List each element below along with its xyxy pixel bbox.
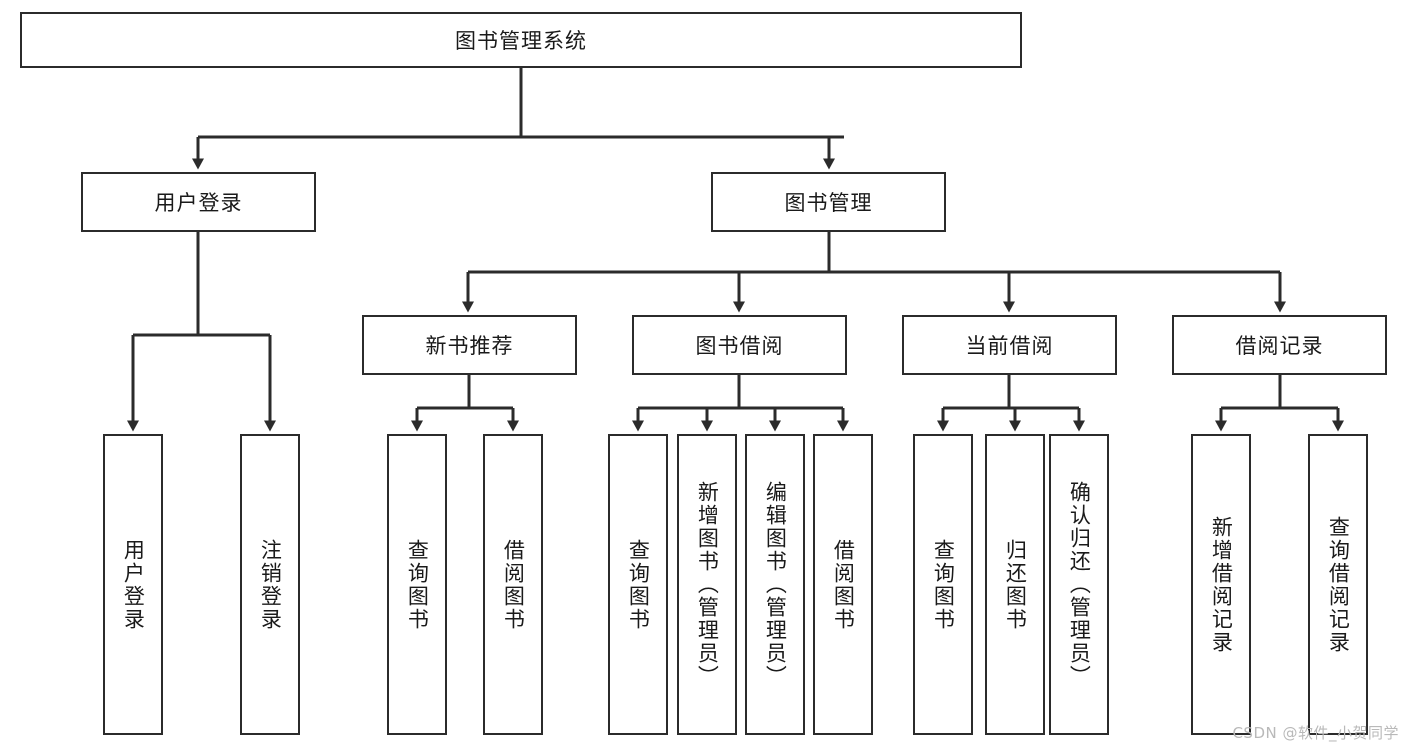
leaf-query-book-3-label: 查询图书	[931, 538, 956, 631]
leaf-query-book-3[interactable]: 查询图书	[913, 434, 973, 735]
node-book-borrow-label: 图书借阅	[695, 334, 784, 358]
leaf-query-book-1[interactable]: 查询图书	[387, 434, 447, 735]
leaf-return-book[interactable]: 归还图书	[985, 434, 1045, 735]
leaf-query-record-label: 查询借阅记录	[1326, 515, 1351, 654]
node-borrow-record[interactable]: 借阅记录	[1172, 315, 1387, 375]
node-current-borrow-label: 当前借阅	[965, 334, 1054, 358]
leaf-borrow-book-2-label: 借阅图书	[831, 538, 856, 631]
leaf-logout[interactable]: 注销登录	[240, 434, 300, 735]
leaf-edit-book[interactable]: 编辑图书（管理员）	[745, 434, 805, 735]
leaf-return-book-label: 归还图书	[1003, 538, 1028, 631]
leaf-confirm-return[interactable]: 确认归还（管理员）	[1049, 434, 1109, 735]
leaf-add-record[interactable]: 新增借阅记录	[1191, 434, 1251, 735]
node-user-login[interactable]: 用户登录	[81, 172, 316, 232]
node-book-manage-label: 图书管理	[784, 191, 873, 215]
leaf-edit-book-label: 编辑图书（管理员）	[763, 481, 788, 688]
leaf-confirm-return-label: 确认归还（管理员）	[1067, 481, 1092, 688]
node-current-borrow[interactable]: 当前借阅	[902, 315, 1117, 375]
leaf-add-book[interactable]: 新增图书（管理员）	[677, 434, 737, 735]
node-new-book-rec-label: 新书推荐	[425, 334, 514, 358]
leaf-query-book-2[interactable]: 查询图书	[608, 434, 668, 735]
leaf-borrow-book-1-label: 借阅图书	[501, 538, 526, 631]
leaf-query-book-1-label: 查询图书	[405, 538, 430, 631]
node-book-manage[interactable]: 图书管理	[711, 172, 946, 232]
node-book-borrow[interactable]: 图书借阅	[632, 315, 847, 375]
leaf-query-book-2-label: 查询图书	[626, 538, 651, 631]
node-new-book-rec[interactable]: 新书推荐	[362, 315, 577, 375]
leaf-logout-label: 注销登录	[258, 538, 283, 631]
leaf-user-login[interactable]: 用户登录	[103, 434, 163, 735]
leaf-query-record[interactable]: 查询借阅记录	[1308, 434, 1368, 735]
leaf-add-record-label: 新增借阅记录	[1209, 515, 1234, 654]
leaf-user-login-label: 用户登录	[121, 538, 146, 631]
leaf-borrow-book-2[interactable]: 借阅图书	[813, 434, 873, 735]
node-root[interactable]: 图书管理系统	[20, 12, 1022, 68]
leaf-add-book-label: 新增图书（管理员）	[695, 481, 720, 688]
watermark: CSDN @软件_小贺同学	[1232, 724, 1399, 742]
leaf-borrow-book-1[interactable]: 借阅图书	[483, 434, 543, 735]
node-borrow-record-label: 借阅记录	[1235, 334, 1324, 358]
node-user-login-label: 用户登录	[154, 191, 243, 215]
node-root-label: 图书管理系统	[455, 29, 587, 53]
